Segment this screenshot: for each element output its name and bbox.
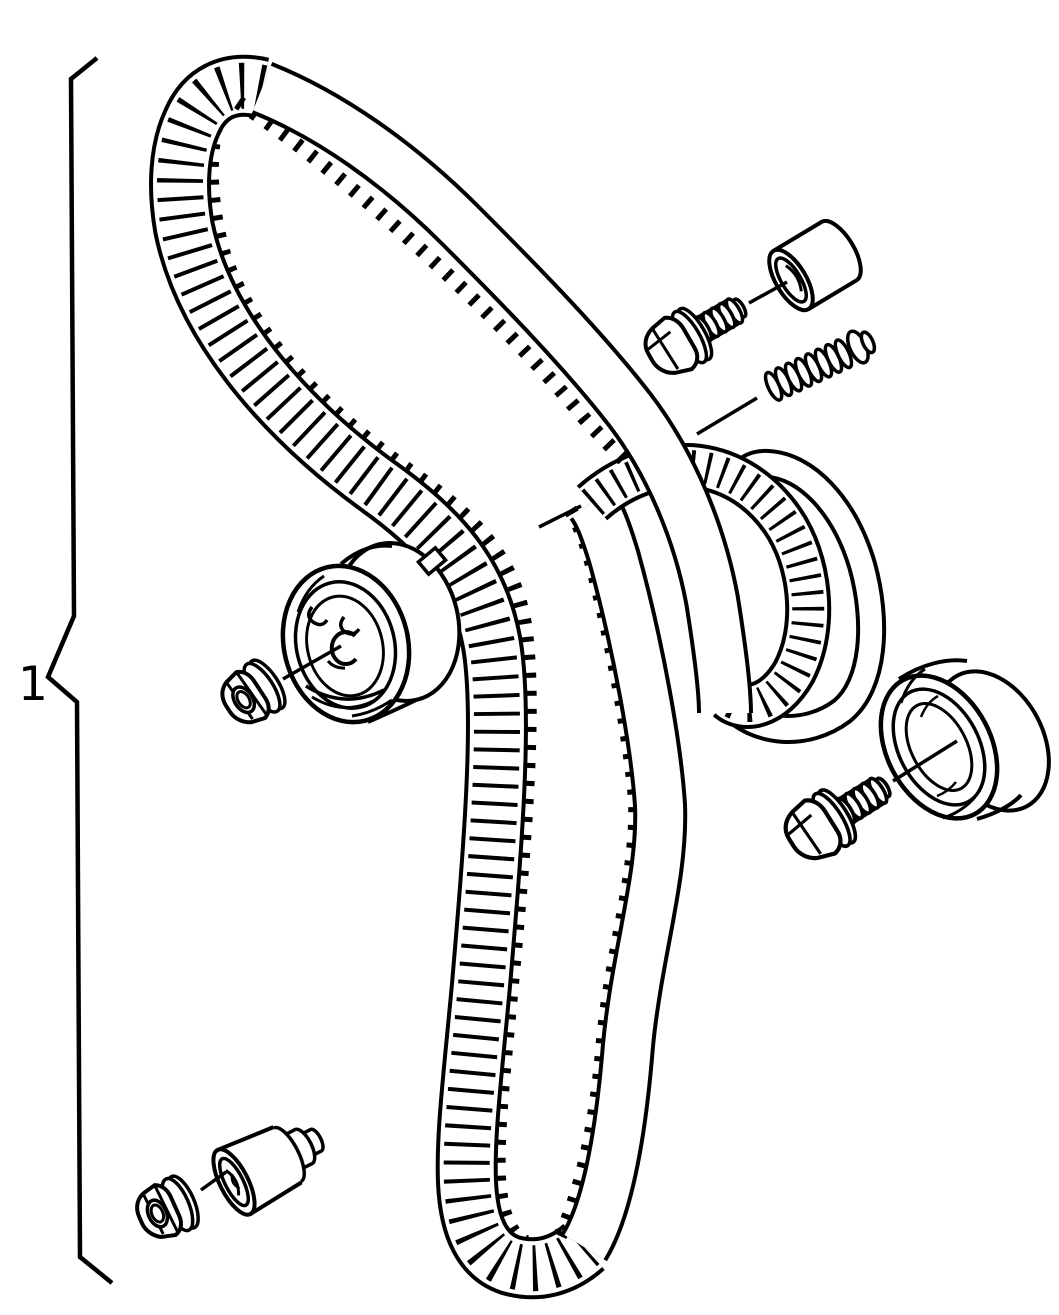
damper (211, 1125, 325, 1217)
belt-teeth-edge-upper-run (234, 96, 633, 469)
belt-wrap-face (719, 452, 883, 740)
roller-accent-top (899, 667, 926, 704)
pulley-base-arc-2 (311, 695, 378, 709)
pulley-center-arc (326, 659, 346, 670)
bracket-brace-line (45, 56, 114, 1285)
damper-bore-accent-1 (224, 1169, 241, 1196)
leader-lines (199, 280, 958, 1192)
stud-leader-line-lower-seg (538, 504, 582, 529)
pulley-rim-accent-top (296, 574, 325, 613)
belt-ribbed-band (149, 54, 605, 1300)
idler-roller (878, 658, 1051, 821)
callout-bracket: 1 (18, 56, 114, 1285)
belt-run-face (564, 488, 684, 1260)
belt-teardrop-wrap (716, 449, 887, 744)
pulley-tab (415, 545, 449, 577)
stud-leader-line-upper-seg (696, 396, 758, 436)
pulley-base-arc-1 (305, 684, 385, 701)
callout-number: 1 (18, 657, 48, 712)
roller-ring-outer (891, 687, 987, 807)
leader-nut-to-pulley (282, 644, 342, 681)
mount-bolt (634, 278, 760, 387)
timing-belt (149, 54, 887, 1300)
belt-ascending-run (553, 486, 688, 1262)
tensioner-nut (211, 652, 294, 736)
tensioner-pulley (280, 541, 462, 725)
pulley-spring-hook-left (307, 605, 329, 627)
belt-upper-face (252, 65, 749, 714)
leader-bolt-to-roller (892, 739, 958, 783)
pulley-center-hole (329, 630, 358, 667)
damper-nut (127, 1170, 207, 1249)
sleeve-bore-accent (784, 264, 803, 292)
spacer-sleeve (767, 219, 863, 313)
roller-accent-inner-bottom (936, 781, 957, 798)
leader-nut-to-damper (199, 1170, 228, 1192)
roller-body-bottom-edge (976, 793, 1023, 821)
stud (763, 329, 877, 402)
pulley-ring-inner (305, 594, 385, 698)
belt-tooth-ribs (157, 62, 600, 1292)
pulley-body-top-edge (339, 543, 393, 566)
pulley-front-rim (280, 563, 412, 725)
belt-upper-run (234, 61, 753, 714)
roller-accent-bottom (942, 796, 977, 820)
leader-bolt-to-sleeve (748, 280, 788, 305)
pulley-rim-accent-bottom (351, 698, 393, 718)
roller-accent-inner-top (919, 694, 939, 718)
roller-ring-inner (904, 702, 974, 792)
roller-body-top-edge (897, 658, 968, 681)
damper-bore-accent-2 (230, 1173, 241, 1190)
idler-bolt (776, 759, 903, 870)
